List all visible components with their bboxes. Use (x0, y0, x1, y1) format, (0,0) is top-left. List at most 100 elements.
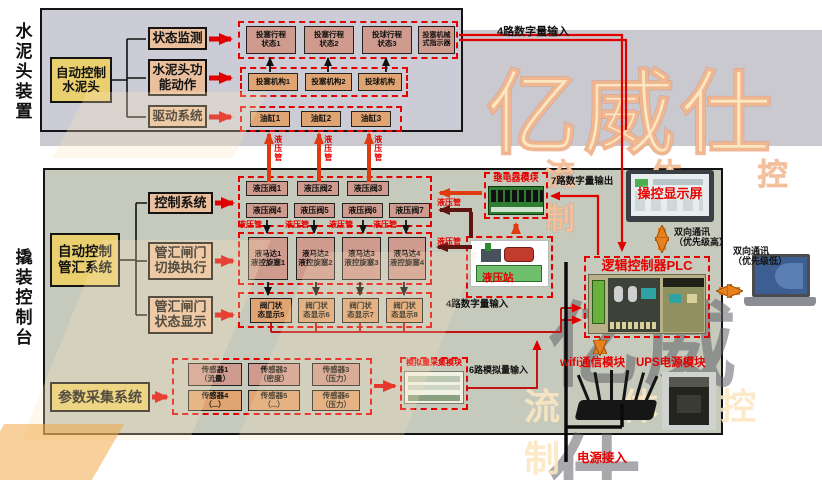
hmi-image (626, 170, 714, 222)
sensor-dashed-group (172, 358, 372, 415)
hydraulic-station-label: 液压站 (482, 272, 514, 284)
parameter-acquisition-box: 参数采集系统 (50, 382, 150, 412)
status-monitor-box: 状态监测 (148, 27, 207, 50)
ups-image (662, 372, 716, 430)
pipe-label-station1: 液压管 (437, 198, 461, 207)
pump-motor (504, 247, 534, 262)
plug-travel-status2-box: 投塞行程 状态2 (304, 26, 354, 54)
relay-module-image (488, 186, 544, 215)
valve5-box: 液压阀5 (294, 203, 335, 218)
display7-box: 阀门状 态显示7 (342, 298, 379, 323)
ball-travel-status3-box: 投球行程 状态3 (362, 26, 412, 54)
valve2-box: 液压阀2 (297, 181, 339, 196)
digital-input4-bottom-label: 4路数字量输入 (446, 299, 509, 310)
plug-mechanism1-box: 投塞机构1 (248, 73, 298, 91)
skid-console-side-label: 撬装控制台 (12, 248, 32, 348)
router-antenna-4 (621, 369, 630, 403)
relay-bank (491, 190, 543, 202)
hmi-widget-bar (653, 179, 703, 185)
motor3-box: 液马达3 液控旋塞3 (342, 237, 381, 280)
motor-plug-dashed-group (238, 232, 432, 285)
valve4-box: 液压阀4 (246, 203, 288, 218)
display5-box: 阀门状 态显示5 (250, 298, 292, 323)
ups-box (669, 377, 709, 425)
auto-control-cement-head-box: 自动控制 水泥头 (50, 57, 112, 103)
ups-top-face (669, 377, 709, 387)
hydraulic-valve-dashed-group (238, 176, 432, 227)
plug-mechanism-dashed-group (240, 67, 408, 97)
valve1-box: 液压阀1 (246, 181, 288, 196)
plc-label: 逻辑控制器PLC (601, 258, 693, 273)
cement-head-function-box: 水泥头功 能动作 (148, 59, 207, 96)
plug-status-dashed-group (238, 21, 458, 59)
valve3-box: 液压阀3 (347, 181, 389, 196)
hmi-widget-green (635, 179, 648, 187)
laptop-base (744, 297, 816, 306)
laptop-display-glow (775, 263, 803, 289)
plc-port1 (614, 286, 623, 302)
analog-pcb-strip (408, 376, 460, 382)
plc-terminals (610, 322, 658, 329)
analog-module-image (404, 371, 464, 404)
valve7-box: 液压阀7 (389, 203, 430, 218)
plc-io-led (669, 294, 681, 303)
ups-outlet (677, 395, 701, 413)
hmi-screen (631, 174, 709, 216)
manifold-gate-switch-box: 管汇闸门 切换执行 (148, 242, 213, 280)
plug-mechanism2-box: 投塞机构2 (305, 73, 352, 91)
router-antenna-1 (576, 374, 591, 402)
pipe-label-h3: 液压管 (329, 220, 353, 229)
analog-pcb-terminal (408, 395, 460, 401)
digital-output7-label: 7路数字量输出 (551, 176, 614, 187)
display8-box: 阀门状 态显示8 (386, 298, 423, 323)
motor1-box: 液马达1 液控旋塞1 (248, 237, 288, 280)
sensor1-box: 传感器1 （流量） (188, 363, 242, 386)
sensor5-box: 传感器5 （...） (248, 390, 300, 411)
cement-head-side-label: 水泥头装置 (12, 22, 32, 122)
laptop-screen (752, 254, 810, 297)
ball-mechanism-box: 投球机构 (358, 73, 402, 91)
plc-power-connector (592, 280, 605, 324)
plc-cpu-module (608, 278, 660, 332)
sensor6-box: 传感器6 （压力） (312, 390, 360, 411)
router-antenna-2 (593, 371, 602, 403)
motor2-box: 液马达2 液控旋塞2 (296, 237, 335, 280)
plc-image (588, 274, 706, 334)
pipe-label-h4: 液压管 (373, 220, 397, 229)
hmi-widget-grid (635, 191, 703, 211)
analog-module-label: 模拟量采集模块 (406, 358, 462, 367)
control-system-box: 控制系统 (148, 192, 213, 214)
pipe-label-station2: 液压管 (437, 237, 461, 246)
pump-block (481, 249, 501, 262)
pipe-label-h1: 液压管 (238, 220, 262, 229)
digital-input4-top-label: 4路数字量输入 (497, 26, 570, 38)
power-in-label: 电源接入 (577, 451, 628, 465)
pipe-label-v1: 液压管 (273, 135, 283, 162)
sensor3-box: 传感器3 （压力） (312, 363, 360, 386)
relay-module-label: 继电器模块 (493, 173, 539, 183)
hmi-label: 操控显示屏 (637, 186, 703, 201)
display6-box: 阀门状 态显示6 (298, 298, 335, 323)
laptop-display (755, 257, 807, 294)
laptop-image (744, 254, 816, 310)
router-body (574, 400, 658, 420)
analog-module-dashed-group (400, 357, 468, 410)
sensor4-box: 传感器4 （...） (188, 390, 242, 411)
relay-terminal-strip (491, 207, 543, 212)
cylinder2-box: 油缸2 (301, 111, 341, 127)
drive-system-box: 驱动系统 (148, 105, 207, 128)
wifi-router-image (574, 369, 660, 432)
pump-tank (476, 265, 542, 282)
router-antenna-3 (610, 370, 613, 402)
pipe-label-v3: 液压管 (373, 135, 383, 162)
manifold-gate-status-box: 管汇闸门 状态显示 (148, 296, 213, 334)
mechanical-indicator-box: 投塞机械 式指示器 (418, 26, 455, 54)
plc-io-led2 (687, 294, 697, 303)
router-antenna-6 (644, 375, 659, 402)
motor4-box: 液马达4 液控旋塞4 (388, 237, 426, 280)
plc-io-module (663, 278, 704, 332)
pump-valve-stack (485, 243, 491, 251)
plc-io-top (663, 278, 704, 287)
analog-pcb-strip2 (408, 385, 460, 390)
